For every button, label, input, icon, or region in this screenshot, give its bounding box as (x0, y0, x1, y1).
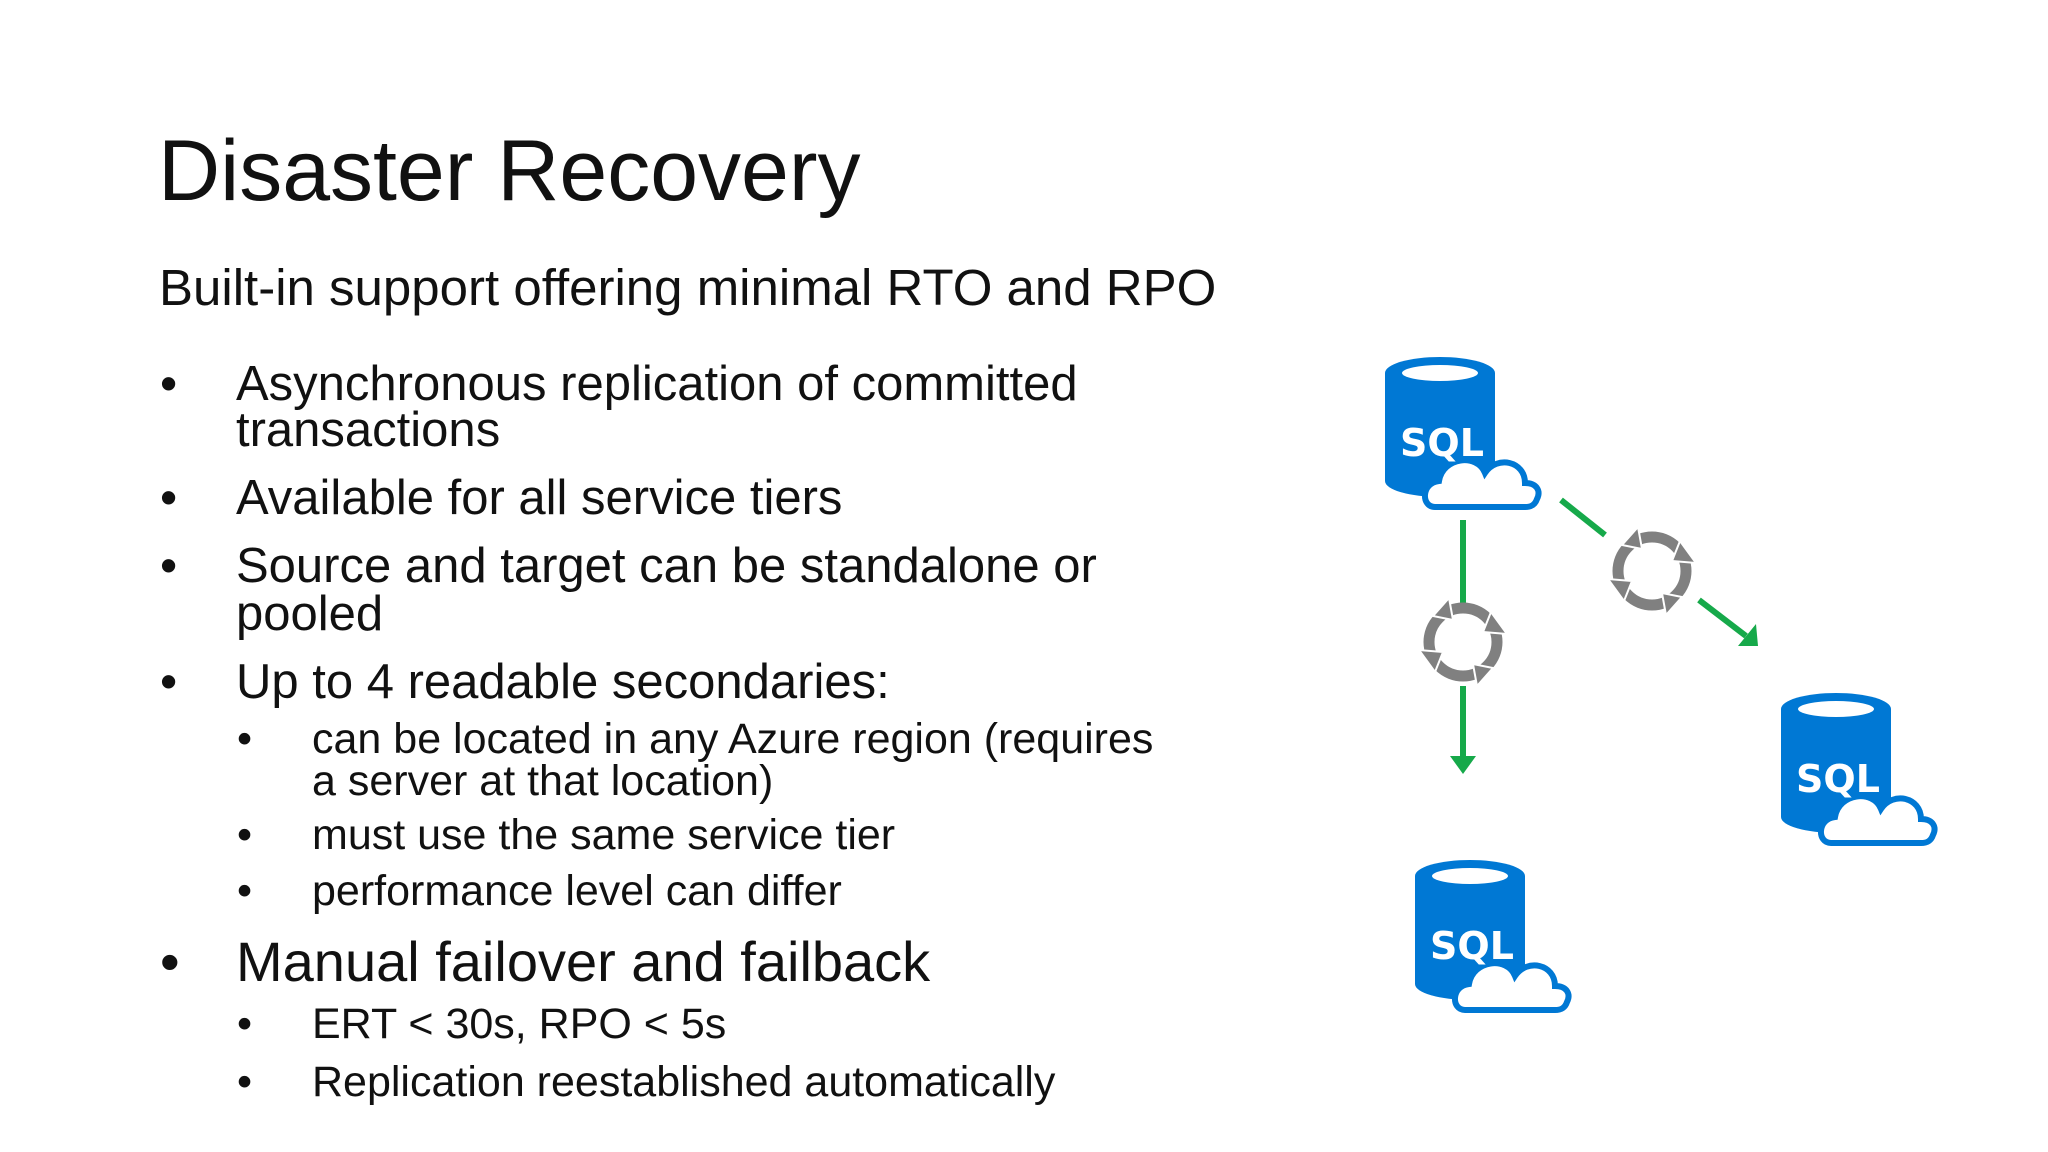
primary-database-label: SQL (1400, 421, 1484, 465)
sub-bullet-4-1-line-2: a server at that location) (312, 757, 774, 805)
bullet-dot: • (160, 930, 180, 993)
sub-bullet-4-2: must use the same service tier (312, 811, 896, 859)
bullet-5: Manual failover and failback (236, 930, 931, 993)
sub-bullet-dot: • (237, 1058, 253, 1106)
bullet-2: Available for all service tiers (236, 471, 843, 525)
sub-bullet-dot: • (237, 715, 253, 763)
bullet-3-line-1: Source and target can be standalone or (236, 539, 1097, 593)
slide-title: Disaster Recovery (158, 123, 861, 219)
secondary-database-bottom-label: SQL (1430, 924, 1514, 968)
bullet-dot: • (160, 471, 178, 525)
bullet-dot: • (160, 655, 178, 709)
bullet-dot: • (160, 357, 178, 411)
arrow-down-icon (1450, 756, 1476, 774)
bullet-3-line-2: pooled (236, 587, 384, 641)
replication-arrow-line (1697, 597, 1748, 639)
bullet-4: Up to 4 readable secondaries: (236, 655, 890, 709)
replication-arrow-line (1559, 497, 1607, 538)
secondary-database-right-label: SQL (1796, 757, 1880, 801)
sub-bullet-dot: • (237, 1000, 253, 1048)
bullet-1-line-1: Asynchronous replication of committed (236, 357, 1078, 411)
sub-bullet-dot: • (237, 811, 253, 859)
sub-bullet-4-3: performance level can differ (312, 867, 842, 915)
bullet-dot: • (160, 539, 178, 593)
sub-bullet-5-2: Replication reestablished automatically (312, 1058, 1056, 1106)
slide-subtitle: Built-in support offering minimal RTO an… (159, 259, 1217, 316)
sync-icon (1419, 598, 1507, 686)
sync-icon (1608, 527, 1696, 615)
sub-bullet-dot: • (237, 867, 253, 915)
arrow-diagonal-icon (1738, 624, 1758, 646)
sub-bullet-4-1-line-1: can be located in any Azure region (requ… (312, 715, 1154, 763)
bullet-1-line-2: transactions (236, 403, 501, 457)
sub-bullet-5-1: ERT < 30s, RPO < 5s (312, 1000, 727, 1048)
